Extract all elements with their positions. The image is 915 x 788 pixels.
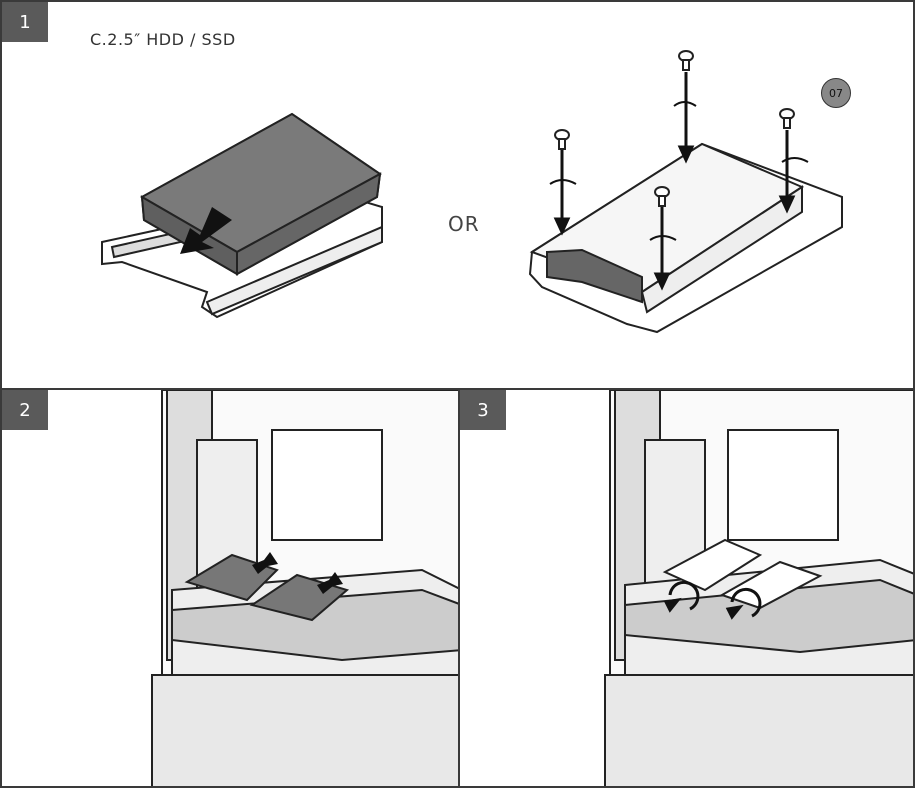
step2-panel: 2	[0, 388, 460, 788]
step2-illustration	[2, 390, 460, 788]
step3-panel: 3	[458, 388, 915, 788]
step1-illustration	[2, 2, 915, 390]
screw-icon	[555, 130, 569, 149]
tray-with-drive-right	[530, 144, 842, 332]
screw-icon	[679, 51, 693, 70]
tray-with-drive-left	[102, 114, 382, 317]
step1-panel: 1 C.2.5″ HDD / SSD OR 07	[0, 0, 915, 390]
step3-illustration	[460, 390, 915, 788]
screw-icon	[780, 109, 794, 128]
